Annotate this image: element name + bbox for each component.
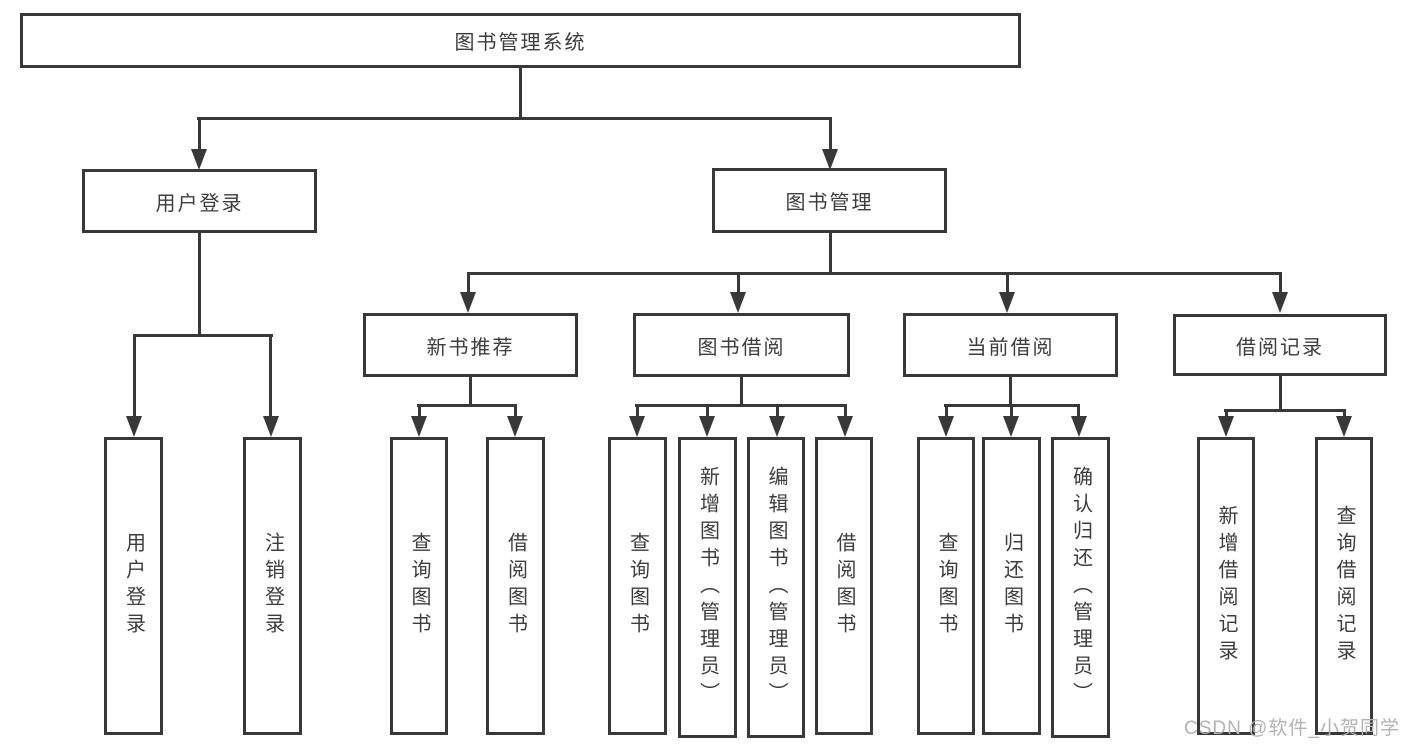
connector-recommend-bar (417, 404, 517, 407)
leaf-borrowing-edit-books-label: 编辑图书（管理员） (765, 466, 787, 709)
connector-to-current-return (1010, 404, 1013, 418)
connector-level3-bar (467, 272, 1282, 275)
node-book-management: 图书管理 (712, 168, 947, 233)
leaf-user-login-label: 用户登录 (122, 532, 145, 640)
node-user-login: 用户登录 (82, 169, 317, 233)
connector-to-borrowing-records (1279, 272, 1282, 294)
connector-borrowing-stub (740, 377, 743, 406)
connector-to-leaf-logout (269, 334, 272, 418)
leaf-current-confirm-return: 确认归还（管理员） (1051, 437, 1110, 738)
connector-to-book-borrowing (737, 272, 740, 294)
leaf-borrowing-query-books-label: 查询图书 (626, 532, 649, 640)
connector-root-stub (519, 68, 522, 119)
connector-to-borrowing-borrow (844, 404, 847, 418)
connector-user-login-bar (133, 334, 273, 337)
connector-to-recommend-borrow (514, 404, 517, 418)
connector-to-current-borrowing (1006, 272, 1009, 294)
leaf-records-add-record: 新增借阅记录 (1197, 437, 1255, 735)
node-current-borrowing-label: 当前借阅 (966, 336, 1055, 359)
node-new-book-recommend: 新书推荐 (363, 313, 578, 377)
arrowhead-book-borrowing (730, 292, 746, 313)
connector-recommend-stub (469, 377, 472, 406)
leaf-recommend-borrow-books: 借阅图书 (486, 437, 545, 735)
node-borrowing-records: 借阅记录 (1173, 314, 1387, 376)
node-root-label: 图书管理系统 (454, 32, 587, 54)
connector-to-records-add (1225, 409, 1228, 418)
node-book-borrowing: 图书借阅 (633, 313, 850, 377)
leaf-borrowing-edit-books: 编辑图书（管理员） (747, 437, 805, 738)
node-book-management-label: 图书管理 (785, 192, 874, 214)
leaf-borrowing-add-books: 新增图书（管理员） (678, 437, 737, 738)
arrowhead-recommend-borrow (507, 416, 523, 437)
connector-to-book-management (829, 117, 832, 151)
arrowhead-book-management (822, 149, 838, 170)
leaf-borrowing-borrow-books: 借阅图书 (815, 437, 873, 735)
leaf-recommend-borrow-books-label: 借阅图书 (504, 532, 527, 640)
leaf-user-login: 用户登录 (104, 437, 163, 735)
node-book-borrowing-label: 图书借阅 (697, 336, 786, 359)
leaf-borrowing-query-books: 查询图书 (608, 437, 667, 735)
arrowhead-borrowing-borrow (837, 416, 853, 437)
arrowhead-leaf-logout (263, 416, 279, 437)
leaf-borrowing-borrow-books-label: 借阅图书 (833, 532, 855, 640)
connector-to-leaf-user-login (133, 334, 136, 418)
leaf-current-confirm-return-label: 确认归还（管理员） (1069, 466, 1092, 709)
arrowhead-current-confirm (1071, 416, 1087, 437)
connector-to-current-query (945, 404, 948, 418)
connector-to-user-login (198, 117, 201, 151)
leaf-records-add-record-label: 新增借阅记录 (1215, 505, 1237, 667)
leaf-current-return-books-label: 归还图书 (1000, 532, 1023, 640)
arrowhead-records-add (1218, 416, 1234, 437)
arrowhead-current-return (1003, 416, 1019, 437)
connector-current-stub (1009, 377, 1012, 406)
arrowhead-current-borrowing (999, 292, 1015, 313)
leaf-current-return-books: 归还图书 (982, 437, 1041, 735)
arrowhead-borrowing-records (1272, 292, 1288, 313)
arrowhead-borrowing-add (699, 416, 715, 437)
connector-to-borrowing-edit (776, 404, 779, 418)
connector-to-borrowing-add (706, 404, 709, 418)
node-current-borrowing: 当前借阅 (903, 313, 1118, 377)
arrowhead-new-book-recommend (460, 292, 476, 313)
node-borrowing-records-label: 借阅记录 (1236, 336, 1324, 359)
arrowhead-user-login (191, 149, 207, 170)
connector-borrowing-bar (635, 404, 846, 407)
leaf-recommend-query-books: 查询图书 (390, 437, 448, 735)
leaf-records-query-record: 查询借阅记录 (1315, 437, 1373, 735)
connector-to-new-book-recommend (467, 272, 470, 294)
connector-to-recommend-query (418, 404, 421, 418)
connector-to-borrowing-query (636, 404, 639, 418)
connector-book-management-stub (829, 233, 832, 274)
connector-user-login-stub (198, 233, 201, 336)
connector-to-records-query (1343, 409, 1346, 418)
leaf-logout-login: 注销登录 (243, 437, 302, 735)
connector-level2-bar (197, 117, 832, 120)
arrowhead-records-query (1336, 416, 1352, 437)
leaf-borrowing-add-books-label: 新增图书（管理员） (696, 466, 719, 709)
leaf-records-query-record-label: 查询借阅记录 (1333, 505, 1355, 667)
arrowhead-leaf-user-login (126, 416, 142, 437)
node-new-book-recommend-label: 新书推荐 (426, 336, 515, 359)
leaf-current-query-books-label: 查询图书 (935, 532, 957, 640)
connector-records-stub (1279, 376, 1282, 412)
connector-to-current-confirm (1077, 404, 1080, 418)
leaf-recommend-query-books-label: 查询图书 (408, 532, 430, 640)
connector-records-bar (1224, 409, 1346, 412)
arrowhead-borrowing-edit (769, 416, 785, 437)
arrowhead-current-query (938, 416, 954, 437)
leaf-logout-login-label: 注销登录 (261, 532, 284, 640)
leaf-current-query-books: 查询图书 (917, 437, 975, 735)
arrowhead-recommend-query (411, 416, 427, 437)
csdn-watermark: CSDN @软件_小贺同学 (1184, 718, 1400, 739)
arrowhead-borrowing-query (629, 416, 645, 437)
node-root: 图书管理系统 (20, 13, 1021, 68)
node-user-login-label: 用户登录 (155, 192, 244, 215)
